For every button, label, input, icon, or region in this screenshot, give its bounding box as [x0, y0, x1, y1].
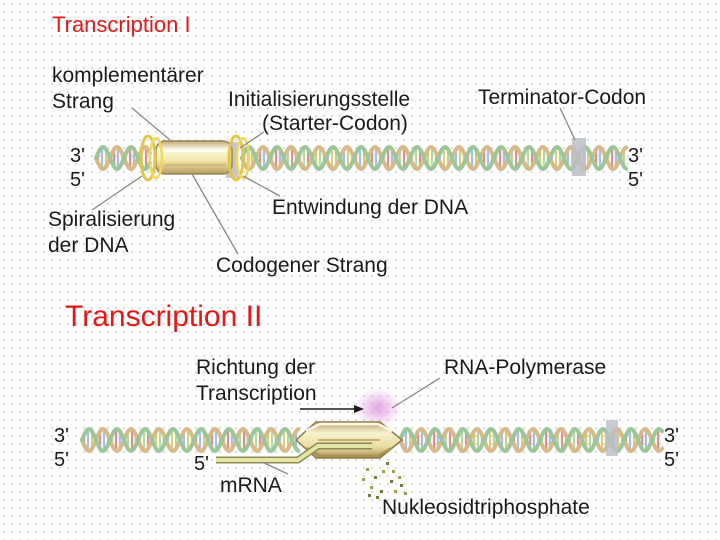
end-label-1-right-5prime: 5': [628, 169, 643, 191]
end-label-2-right-3prime: 3': [664, 425, 679, 447]
leader-lines-2: [261, 377, 441, 475]
label-starter-codon: (Starter-Codon): [262, 112, 408, 135]
label-komplementaerer-strang-line2: Strang: [52, 90, 114, 113]
unwound-tube-1: [155, 140, 233, 175]
label-initialisierungsstelle: Initialisierungsstelle: [228, 88, 411, 111]
label-mrna-5prime: 5': [194, 453, 209, 475]
label-der-dna: der DNA: [48, 234, 129, 257]
label-rna-polymerase: RNA-Polymerase: [444, 356, 607, 379]
bubble-upper-strand: [305, 422, 393, 433]
spiral-ring-left: [139, 134, 157, 182]
label-terminator-codon: Terminator-Codon: [478, 86, 647, 109]
end-label-2-left-5prime: 5': [54, 449, 69, 471]
mrna-strand: [216, 442, 372, 464]
nucleoside-dot: [400, 484, 403, 487]
nucleoside-dot: [390, 480, 393, 483]
label-nukleosidtriphosphate: Nukleosidtriphosphate: [382, 496, 590, 519]
helix-2: [80, 426, 664, 454]
nucleoside-dot: [394, 490, 397, 493]
unwound-region-1: [155, 140, 233, 175]
nucleoside-dot: [362, 478, 365, 481]
nucleoside-dot: [376, 496, 379, 499]
nucleoside-dot: [370, 486, 373, 489]
label-komplementaerer-strang-line1: komplementärer: [52, 64, 204, 87]
leader-lines-1: [91, 107, 576, 255]
leader-polymerase: [391, 377, 441, 409]
end-label-2-left-3prime: 3': [54, 425, 69, 447]
label-entwindung: Entwindung der DNA: [272, 196, 469, 219]
leader-mrna: [261, 461, 289, 475]
leader-entwindung: [242, 175, 281, 197]
spiral-ring-right-2: [235, 136, 251, 180]
label-codogener-strang: Codogener Strang: [216, 254, 388, 277]
leader-terminator: [559, 107, 576, 141]
spiral-ring-right: [227, 134, 245, 182]
leader-spiralisierung: [91, 175, 143, 211]
nucleoside-dot: [382, 470, 385, 473]
helix-1: [94, 144, 628, 172]
nucleoside-dot: [374, 476, 377, 479]
helix-1-right-strand-b: [240, 144, 628, 172]
nucleoside-dot: [404, 492, 407, 495]
nucleoside-dot: [366, 468, 369, 471]
section2-title: Transcription II: [65, 300, 263, 333]
leader-komplementaer: [131, 107, 171, 141]
label-richtung-der: Richtung der: [196, 356, 316, 379]
terminator-codon-marker: [572, 138, 586, 176]
label-spiralisierung: Spiralisierung: [48, 208, 176, 231]
end-label-1-left-3prime: 3': [70, 145, 85, 167]
helix-2-left-strand-a: [80, 426, 300, 454]
end-label-1-left-5prime: 5': [70, 169, 85, 191]
label-mrna: mRNA: [220, 474, 282, 497]
nucleoside-dot: [368, 494, 371, 497]
nucleoside-dot: [398, 476, 401, 479]
nucleoside-dot: [380, 490, 383, 493]
polymerase-glow: [354, 388, 402, 428]
direction-arrow-head: [354, 405, 364, 413]
terminator-codon-marker-2: [606, 420, 618, 456]
spiral-ring-left-2: [148, 136, 164, 180]
label-transcription: Transcription: [196, 382, 317, 405]
helix-2-right-strand-b: [398, 426, 664, 454]
nucleoside-dot: [392, 470, 395, 473]
section1-title: Transcription I: [52, 12, 191, 37]
leader-initialisierung: [239, 131, 265, 149]
helix-2-right-strand-a: [398, 426, 664, 454]
mrna-fill: [216, 444, 372, 462]
end-label-2-right-5prime: 5': [664, 449, 679, 471]
helix-2-left-strand-b: [80, 426, 300, 454]
leader-codogen: [191, 173, 239, 255]
nucleoside-triphosphate-dots: [362, 462, 407, 499]
helix-1-right-strand-a: [240, 144, 628, 172]
nucleoside-dot: [386, 462, 389, 465]
direction-arrow: [300, 405, 364, 413]
end-label-1-right-3prime: 3': [628, 145, 643, 167]
